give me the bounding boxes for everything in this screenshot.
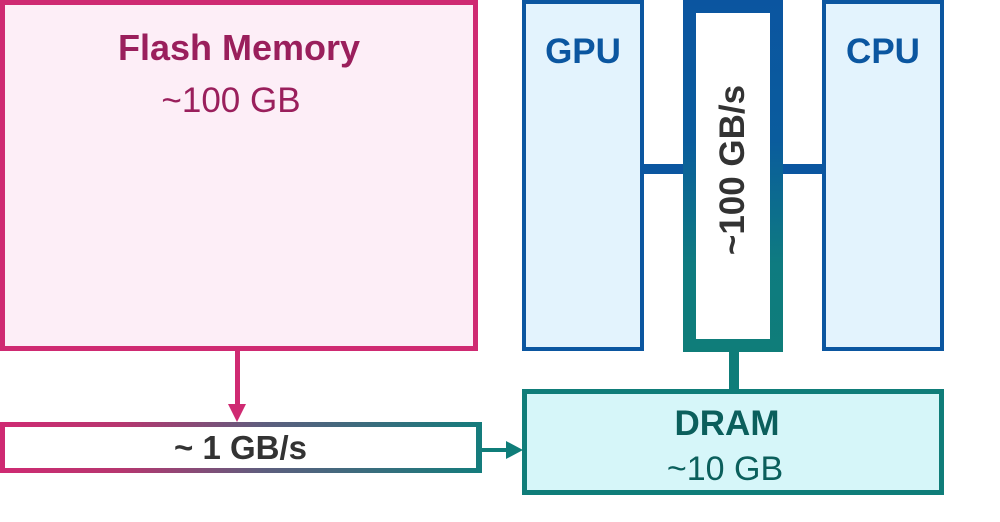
flash-link-bandwidth-label: ~ 1 GB/s bbox=[174, 429, 307, 466]
flash-to-link-arrow-line bbox=[235, 351, 240, 406]
link-to-dram-arrow-line bbox=[482, 448, 510, 452]
memory-bus-bandwidth-label: ~100 GB/s bbox=[713, 84, 752, 256]
arrow-down-icon bbox=[228, 404, 246, 422]
arrow-right-icon bbox=[506, 441, 523, 459]
gpu-box: GPU bbox=[522, 0, 644, 351]
dram-title: DRAM bbox=[674, 404, 780, 443]
cpu-label: CPU bbox=[846, 32, 920, 71]
flash-memory-capacity: ~100 GB bbox=[161, 81, 301, 120]
cpu-bus-connector bbox=[778, 164, 824, 174]
flash-memory-box: Flash Memory ~100 GB bbox=[0, 0, 478, 351]
flash-link-inner bbox=[5, 427, 476, 468]
flash-memory-title: Flash Memory bbox=[117, 27, 361, 68]
bus-dram-connector bbox=[729, 351, 739, 391]
gpu-label: GPU bbox=[545, 32, 621, 71]
gpu-bus-connector bbox=[644, 164, 686, 174]
dram-capacity: ~10 GB bbox=[666, 450, 784, 488]
cpu-box: CPU bbox=[822, 0, 944, 351]
memory-bus-inner bbox=[696, 13, 770, 339]
dram-box: DRAM ~10 GB bbox=[522, 389, 944, 495]
